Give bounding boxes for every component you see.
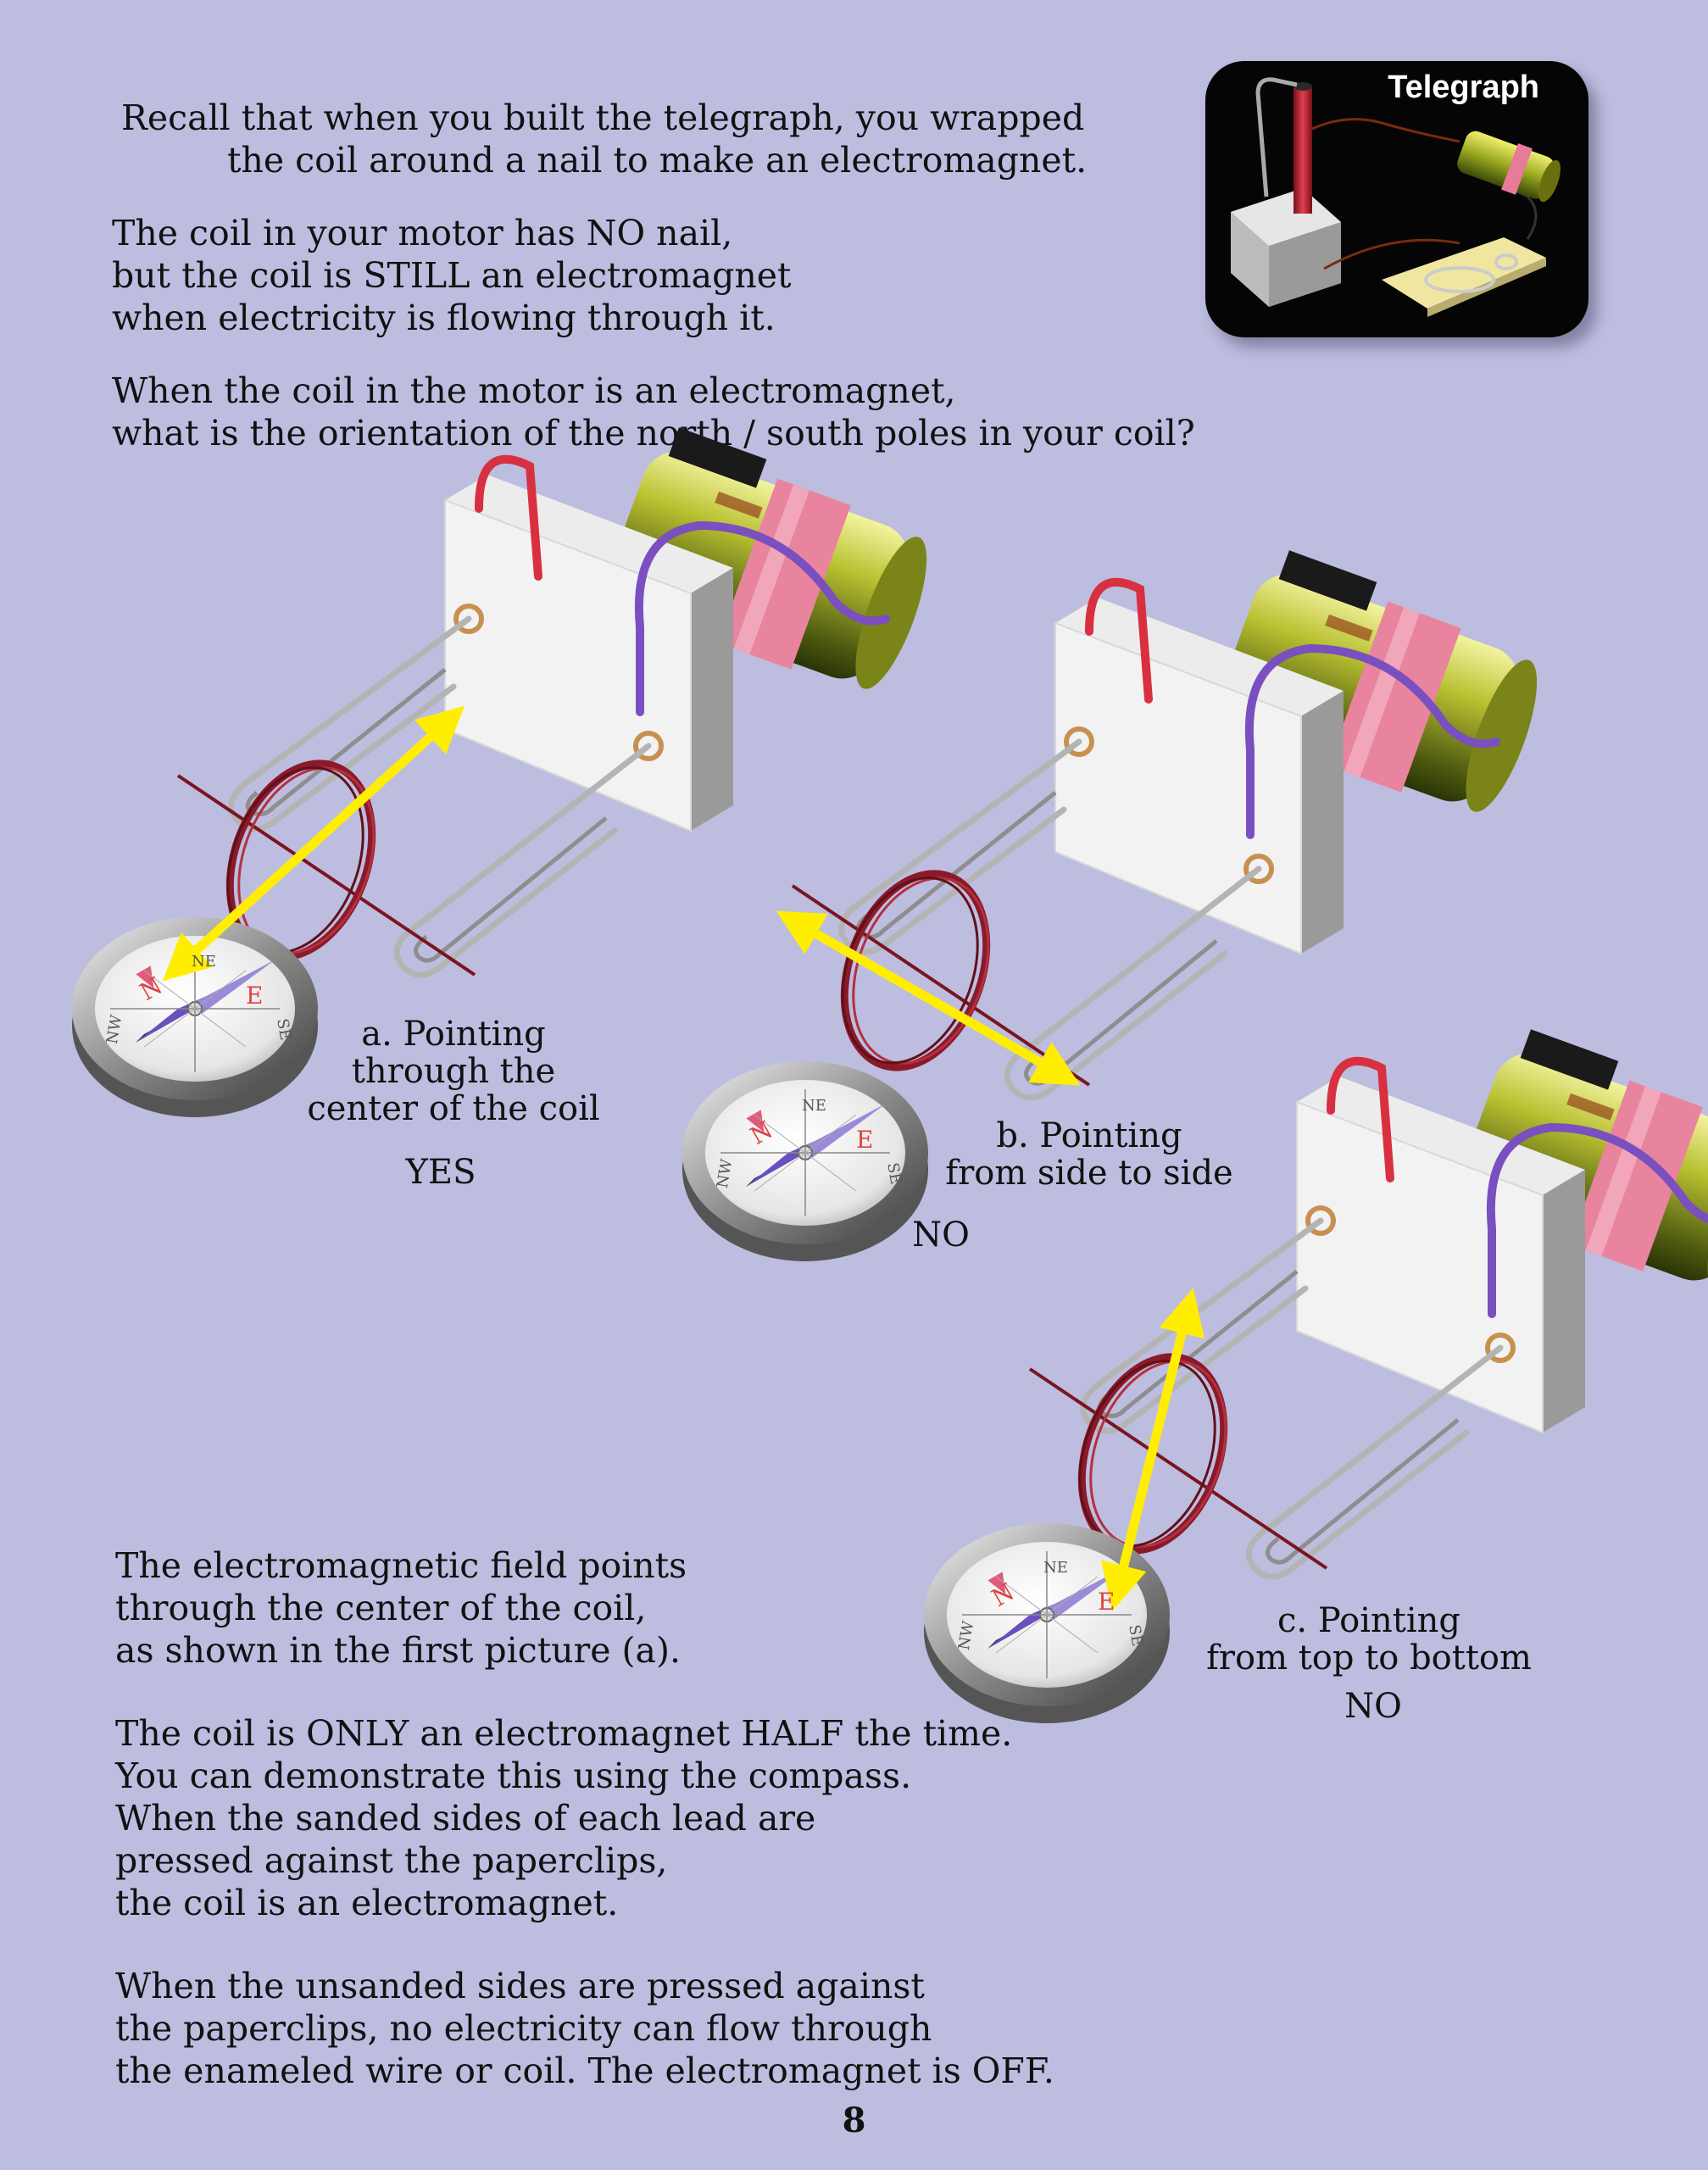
figure-b-verdict: NO: [912, 1216, 970, 1255]
telegraph-inset: Telegraph: [1205, 61, 1588, 337]
question-line-2: what is the orientation of the north / s…: [112, 413, 1195, 453]
telegraph-label: Telegraph: [1388, 70, 1539, 105]
figure-a-verdict: YES: [405, 1153, 476, 1192]
page-number: 8: [842, 2100, 866, 2140]
figure-a-illustration: [71, 421, 949, 1118]
compass-a-ne: NE: [192, 953, 216, 971]
compass-c-e: E: [1098, 1588, 1115, 1616]
compass-a-se: SE: [273, 1017, 295, 1042]
unsanded-line-3: the enameled wire or coil. The electroma…: [115, 2050, 1054, 2091]
para2-line-3: when electricity is flowing through it.: [112, 298, 776, 338]
intro-line-2: the coil around a nail to make an electr…: [227, 140, 1088, 181]
half-time-line-5: the coil is an electromagnet.: [115, 1883, 619, 1923]
para2-line-1: The coil in your motor has NO nail,: [112, 213, 733, 253]
explanation-line-1: The electromagnetic field points: [115, 1545, 687, 1586]
compass-c-ne: NE: [1043, 1559, 1068, 1577]
compass-b-se: SE: [883, 1161, 905, 1186]
compass-a-n: N: [135, 971, 168, 1006]
half-time-line-2: You can demonstrate this using the compa…: [115, 1755, 912, 1796]
question-line-1: When the coil in the motor is an electro…: [112, 370, 956, 411]
compass-c-se: SE: [1125, 1623, 1147, 1648]
figure-b-caption: b. Pointing from side to side: [945, 1116, 1233, 1193]
figure-c-verdict: NO: [1344, 1687, 1402, 1726]
compass-a-e: E: [246, 982, 264, 1010]
intro-line-1: Recall that when you built the telegraph…: [121, 97, 1085, 138]
compass-b-e: E: [856, 1126, 874, 1154]
arrow-b: [776, 910, 1081, 1086]
half-time-line-4: pressed against the paperclips,: [115, 1840, 668, 1881]
compass-c-nw: NW: [954, 1619, 978, 1652]
compass-b-ne: NE: [802, 1097, 826, 1115]
compass-b-n: N: [745, 1116, 778, 1150]
half-time-line-1: The coil is ONLY an electromagnet HALF t…: [115, 1713, 1013, 1754]
half-time-line-3: When the sanded sides of each lead are: [115, 1798, 816, 1839]
explanation-line-2: through the center of the coil,: [115, 1588, 647, 1628]
explanation-line-3: as shown in the first picture (a).: [115, 1630, 681, 1671]
unsanded-line-1: When the unsanded sides are pressed agai…: [115, 1966, 925, 2006]
compass-b-nw: NW: [713, 1157, 737, 1190]
telegraph-illustration: [1231, 77, 1561, 317]
compass-c-n: N: [987, 1577, 1020, 1612]
arrow-c: [1100, 1288, 1205, 1611]
arrow-a: [162, 705, 465, 982]
figure-a-caption: a. Pointing through the center of the co…: [307, 1015, 600, 1128]
compass-a-nw: NW: [103, 1013, 126, 1046]
unsanded-line-2: the paperclips, no electricity can flow …: [115, 2008, 932, 2049]
figure-c-caption: c. Pointing from top to bottom: [1206, 1601, 1532, 1678]
para2-line-2: but the coil is STILL an electromagnet: [112, 255, 792, 296]
